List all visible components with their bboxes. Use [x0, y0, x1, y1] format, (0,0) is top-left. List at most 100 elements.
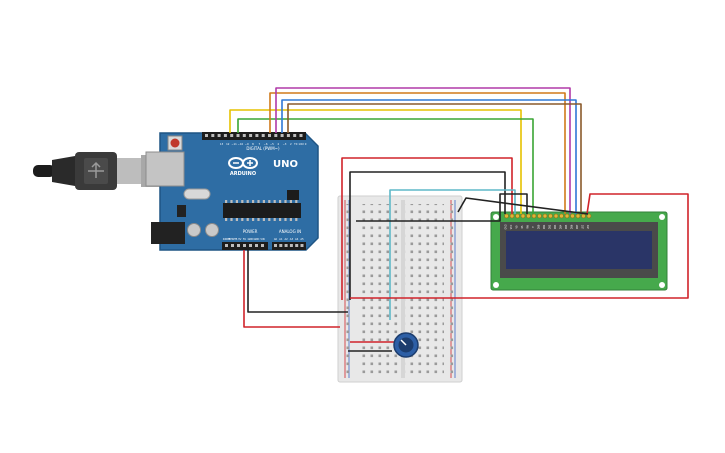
breadboard — [337, 195, 463, 383]
header-pin[interactable] — [249, 134, 253, 137]
header-pin[interactable] — [299, 134, 303, 137]
chip-leg — [252, 218, 255, 221]
digital-pin-label: 2 — [290, 142, 292, 146]
power-pin[interactable] — [243, 244, 246, 247]
chip-leg — [235, 218, 238, 221]
analog-pin[interactable] — [284, 244, 288, 247]
lcd-pin-label: DB6 — [571, 224, 574, 229]
digital-pin-label: ~5 — [270, 142, 274, 146]
lcd-pin-label: DB7 — [576, 224, 579, 229]
analog-pin[interactable] — [279, 244, 283, 247]
lcd-pin[interactable] — [586, 213, 592, 219]
lcd-pin[interactable] — [531, 213, 537, 219]
power-pin[interactable] — [231, 244, 234, 247]
chip-leg — [289, 218, 292, 221]
lcd-pin-label: E — [532, 226, 535, 228]
chip-leg — [235, 200, 238, 203]
wire-black-rw — [356, 193, 528, 222]
analog-pin[interactable] — [289, 244, 293, 247]
lcd-pin-label: LED — [582, 225, 585, 230]
power-rail-right — [448, 204, 456, 376]
power-pin[interactable] — [255, 244, 258, 247]
chip-leg — [295, 218, 298, 221]
header-pin[interactable] — [255, 134, 259, 137]
lcd-screen — [506, 231, 652, 269]
header-pin[interactable] — [211, 134, 215, 137]
analog-header-label: ANALOG IN — [279, 229, 301, 234]
power-pin[interactable] — [249, 244, 252, 247]
wire-black-gnd — [247, 250, 348, 313]
lcd-pin[interactable] — [542, 213, 548, 219]
analog-pin[interactable] — [300, 244, 304, 247]
header-pin[interactable] — [217, 134, 221, 137]
chip-leg — [246, 218, 249, 221]
lcd-pin[interactable] — [526, 213, 531, 219]
header-pin[interactable] — [268, 134, 271, 137]
digital-pin-label: RX 0 — [300, 142, 306, 146]
analog-pin[interactable] — [295, 244, 299, 247]
power-pin[interactable] — [237, 244, 240, 247]
power-pin[interactable] — [261, 244, 264, 247]
analog-pin-label: A3 — [290, 237, 294, 241]
analog-pin[interactable] — [274, 244, 277, 247]
power-pin[interactable] — [225, 244, 228, 247]
power-rail-left — [344, 204, 352, 376]
potentiometer-indicator — [400, 339, 407, 346]
chip-leg — [252, 200, 255, 203]
chip-leg — [268, 218, 271, 221]
analog-pin-label: A1 — [279, 237, 283, 241]
potentiometer[interactable] — [393, 332, 419, 358]
header-pin[interactable] — [236, 134, 240, 137]
chip-leg — [230, 200, 233, 203]
wire-cyan-contrast — [389, 189, 516, 320]
header-pin[interactable] — [274, 134, 278, 137]
lcd-pin[interactable] — [548, 213, 553, 219]
capacitor — [205, 223, 219, 237]
header-pin[interactable] — [230, 134, 234, 137]
lcd-pin-label: DB1 — [543, 224, 546, 229]
header-pin[interactable] — [286, 134, 290, 137]
lcd-pin-label: DB3 — [554, 224, 557, 229]
lcd-pin-label: RS — [521, 225, 524, 229]
digital-pin-label: 8 — [252, 142, 254, 146]
lcd-pin[interactable] — [509, 213, 515, 219]
usb-cable — [33, 152, 161, 190]
chip-leg — [225, 200, 228, 203]
digital-pin-label: 4 — [277, 142, 279, 146]
power-pin-label: 5V — [243, 237, 247, 241]
lcd-pin[interactable] — [553, 213, 559, 219]
lcd-pin[interactable] — [575, 213, 581, 219]
header-pin[interactable] — [223, 134, 227, 137]
lcd-pin[interactable] — [520, 213, 526, 219]
header-pin[interactable] — [293, 134, 297, 137]
header-pin[interactable] — [280, 134, 284, 137]
lcd-pin[interactable] — [581, 213, 586, 219]
lcd-pin[interactable] — [564, 213, 570, 219]
chip-leg — [230, 218, 233, 221]
usb-jack — [145, 151, 185, 187]
lcd-pin[interactable] — [537, 213, 542, 219]
header-pin[interactable] — [261, 134, 265, 137]
header-pin[interactable] — [205, 134, 208, 137]
lcd-pin-label: GND — [505, 224, 508, 229]
digital-pin-label: ~3 — [283, 142, 287, 146]
power-pin-label: GND — [254, 237, 260, 241]
lcd-pin[interactable] — [504, 213, 509, 219]
lcd-pin[interactable] — [515, 213, 520, 219]
wire-orange — [269, 92, 566, 214]
crystal — [183, 188, 211, 200]
power-jack — [151, 222, 185, 244]
voltage-regulator — [177, 205, 186, 217]
lcd-pin[interactable] — [559, 213, 564, 219]
digital-pin-label: ~9 — [245, 142, 249, 146]
lcd-pin[interactable] — [570, 213, 575, 219]
reset-button-cap — [170, 138, 180, 148]
wire-red-5v — [243, 250, 340, 328]
chip-leg — [257, 200, 260, 203]
chip-leg — [273, 200, 276, 203]
digital-pin-label: 13 — [220, 142, 224, 146]
digital-pin-label: ~10 — [238, 142, 244, 146]
header-pin[interactable] — [242, 134, 246, 137]
